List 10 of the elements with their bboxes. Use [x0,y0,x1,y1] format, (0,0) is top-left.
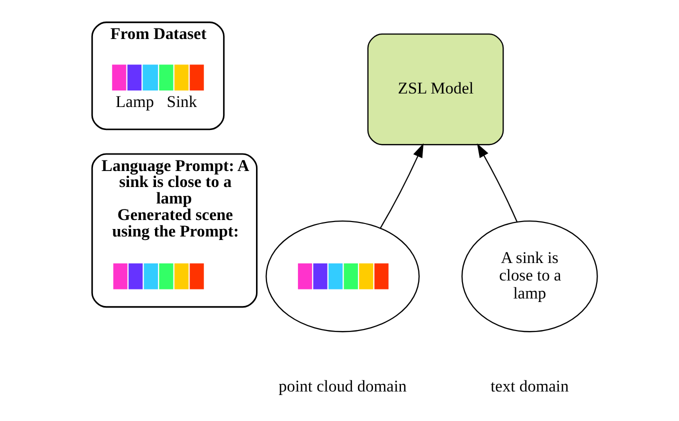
node-label: point cloud domain [278,376,406,396]
arrow [379,143,424,228]
node-label: text domain [490,376,568,396]
node-box: ZSL Model [366,33,504,146]
node-label: Lamp [115,92,154,112]
node-ellipse [265,220,420,332]
cluster: Language Prompt: A sink is close to a lamp Generated scene using the Prompt: [90,153,258,308]
node-label: Sink [166,92,196,112]
arrow [476,143,518,222]
node-ellipse: A sink is close to a lamp [460,220,598,332]
